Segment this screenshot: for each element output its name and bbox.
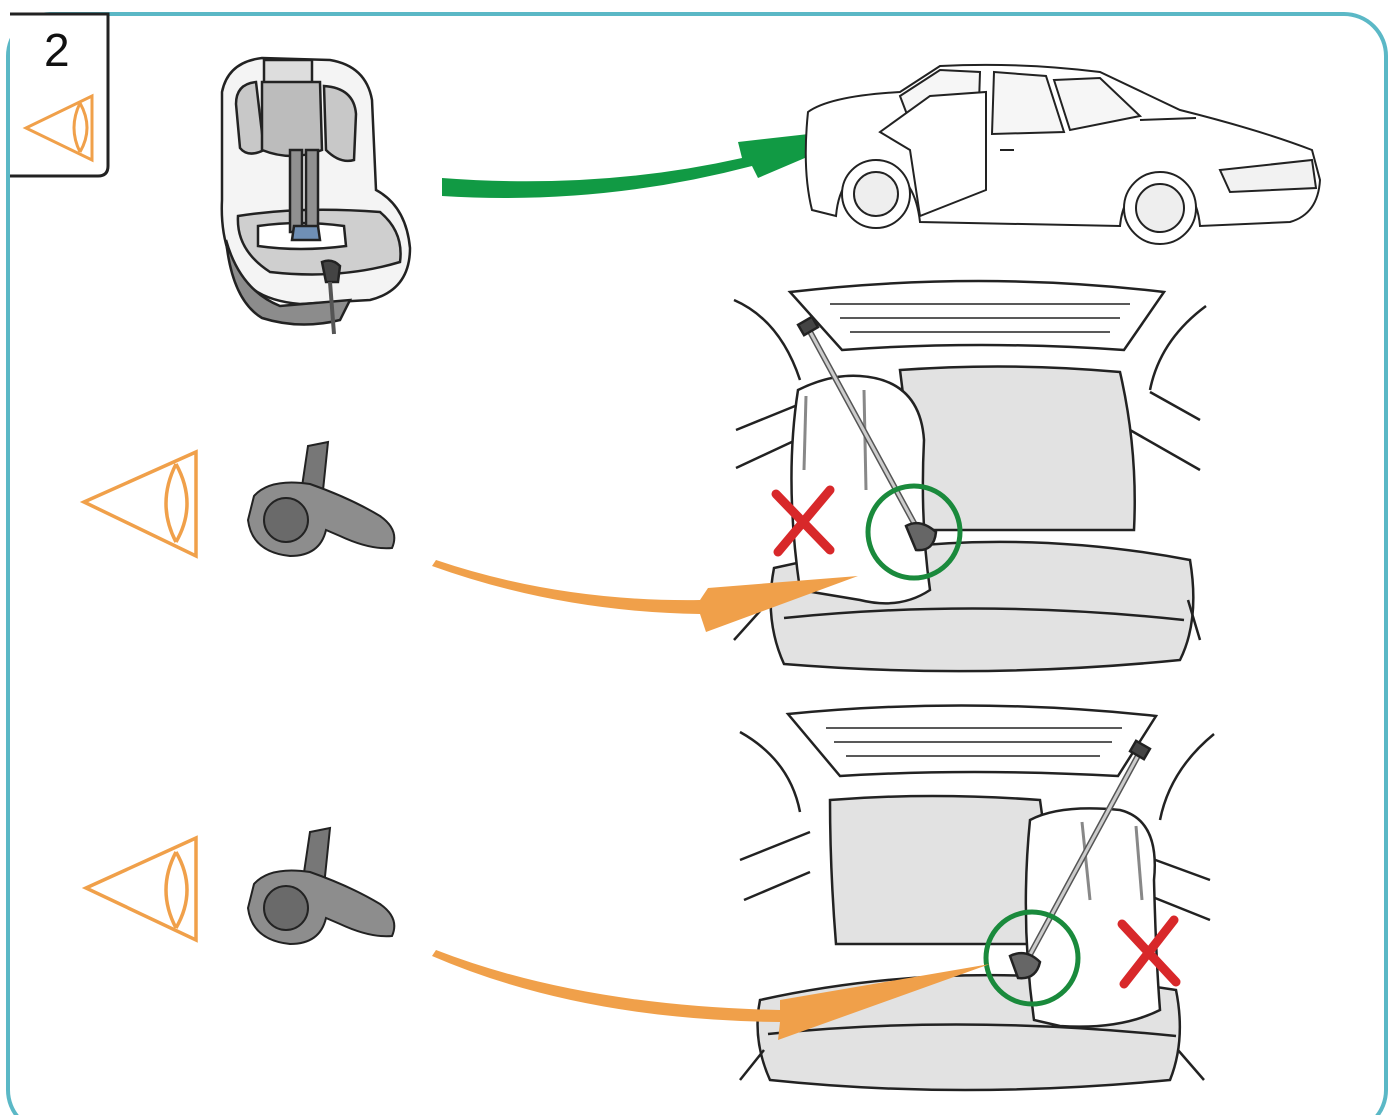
rear-bench-right-install <box>739 704 1215 1092</box>
inspect-lower-eye-icon <box>81 835 198 943</box>
step-badge: 2 <box>10 12 110 178</box>
rear-bench-left-install <box>733 279 1207 673</box>
child-car-seat <box>220 56 412 335</box>
check-arrow-upper <box>432 560 858 632</box>
belt-buckle-lower-icon <box>246 826 396 946</box>
install-arrow <box>442 126 880 198</box>
step-number: 2 <box>44 24 70 76</box>
step-badge-eye-icon <box>22 93 94 163</box>
check-arrow-lower <box>432 950 990 1040</box>
wrong-position-left-cross-icon <box>771 485 835 557</box>
belt-buckle-upper-icon <box>246 440 396 558</box>
correct-anchor-left-check-circle-icon <box>865 483 963 581</box>
correct-anchor-right-check-circle-icon <box>983 909 1081 1007</box>
inspect-upper-eye-icon <box>79 449 198 559</box>
car-side-view <box>804 63 1322 245</box>
wrong-position-right-cross-icon <box>1117 915 1181 989</box>
